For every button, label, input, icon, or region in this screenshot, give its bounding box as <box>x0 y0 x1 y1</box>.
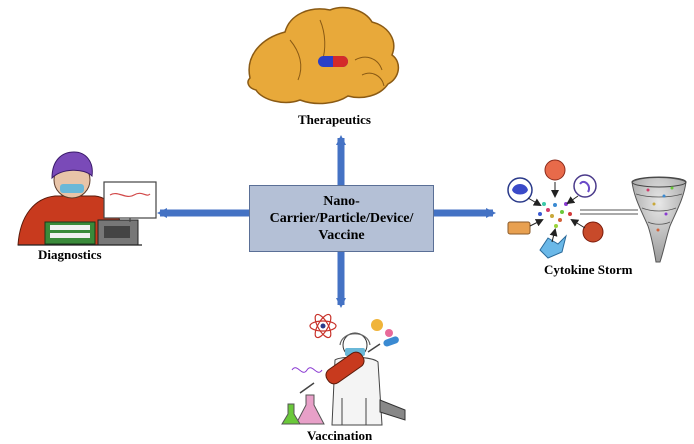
center-line-1: Nano- <box>323 194 360 209</box>
capsule-icon <box>318 56 348 67</box>
label-diagnostics: Diagnostics <box>38 247 102 262</box>
center-line-3: Vaccine <box>318 228 365 243</box>
lab-worker-microscope-icon <box>17 151 157 246</box>
center-line-2: Carrier/Particle/Device/ <box>269 211 414 226</box>
center-concept-text: Nano- Carrier/Particle/Device/ Vaccine <box>270 193 414 244</box>
immune-cells-icon <box>507 159 638 259</box>
label-vaccination: Vaccination <box>307 428 373 443</box>
label-cytokine-storm: Cytokine Storm <box>544 262 633 277</box>
label-therapeutics: Therapeutics <box>298 112 371 127</box>
tornado-icon <box>631 176 687 263</box>
hand-with-capsule-icon <box>247 6 400 105</box>
center-concept-box: Nano- Carrier/Particle/Device/ Vaccine <box>249 185 434 252</box>
scientist-syringe-icon <box>281 313 406 426</box>
